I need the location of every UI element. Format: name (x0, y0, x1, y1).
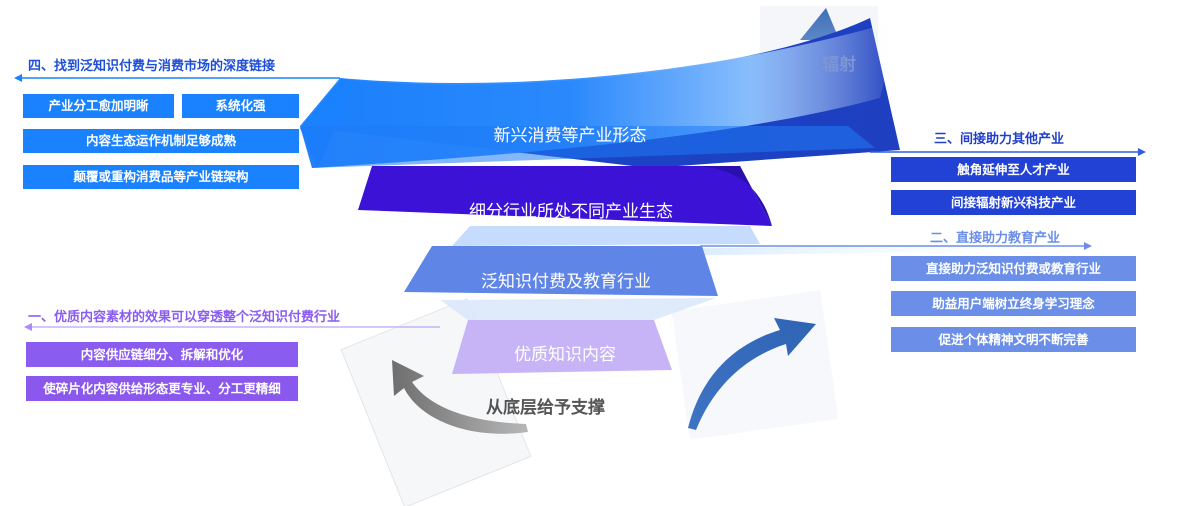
connector-arrow-section2-icon (1084, 242, 1092, 250)
section3-heading: 三、间接助力其他产业 (934, 132, 1065, 147)
connector-arrow-section4-icon (14, 74, 22, 82)
layer-label-content: 优质知识内容 (514, 345, 616, 365)
radiate-label: 辐射 (822, 55, 856, 75)
section3-item-tech: 间接辐射新兴科技产业 (891, 190, 1136, 215)
section2-heading: 二、直接助力教育产业 (930, 231, 1061, 246)
section4-heading: 四、找到泛知识付费与消费市场的深度链接 (28, 59, 276, 74)
section2-item-civilization: 促进个体精神文明不断完善 (891, 327, 1136, 352)
layer-label-industry: 泛知识付费及教育行业 (481, 272, 651, 292)
funnel-layer-segments (358, 166, 772, 226)
section4-item-ecosystem: 内容生态运作机制足够成熟 (23, 129, 299, 153)
section4-item-restructure: 颠覆或重构消费品等产业链架构 (23, 165, 299, 189)
section4-item-systematic: 系统化强 (182, 94, 299, 118)
support-arrow-icon (392, 360, 528, 434)
layer-label-emerging: 新兴消费等产业形态 (493, 126, 647, 146)
funnel-layer-emerging-front (300, 126, 875, 168)
section1-heading: 一、优质内容素材的效果可以穿透整个泛知识付费行业 (28, 310, 341, 325)
rising-arrow-icon (688, 318, 816, 430)
support-label: 从底层给予支撑 (486, 398, 605, 418)
section2-item-direct: 直接助力泛知识付费或教育行业 (891, 256, 1136, 281)
section1-item-supplychain: 内容供应链细分、拆解和优化 (26, 342, 298, 367)
funnel-layer-industry (404, 246, 718, 296)
connector-arrow-section1-icon (24, 323, 32, 331)
layer-label-segments: 细分行业所处不同产业生态 (469, 202, 673, 222)
funnel-layer-content (452, 320, 672, 374)
section2-item-lifelong: 助益用户端树立终身学习理念 (891, 291, 1136, 316)
section1-item-fragmented: 使碎片化内容供给形态更专业、分工更精细 (26, 376, 298, 401)
section3-item-talent: 触角延伸至人才产业 (891, 157, 1136, 182)
connector-arrow-section3-icon (1138, 148, 1146, 156)
section4-item-division: 产业分工愈加明晰 (23, 94, 174, 118)
